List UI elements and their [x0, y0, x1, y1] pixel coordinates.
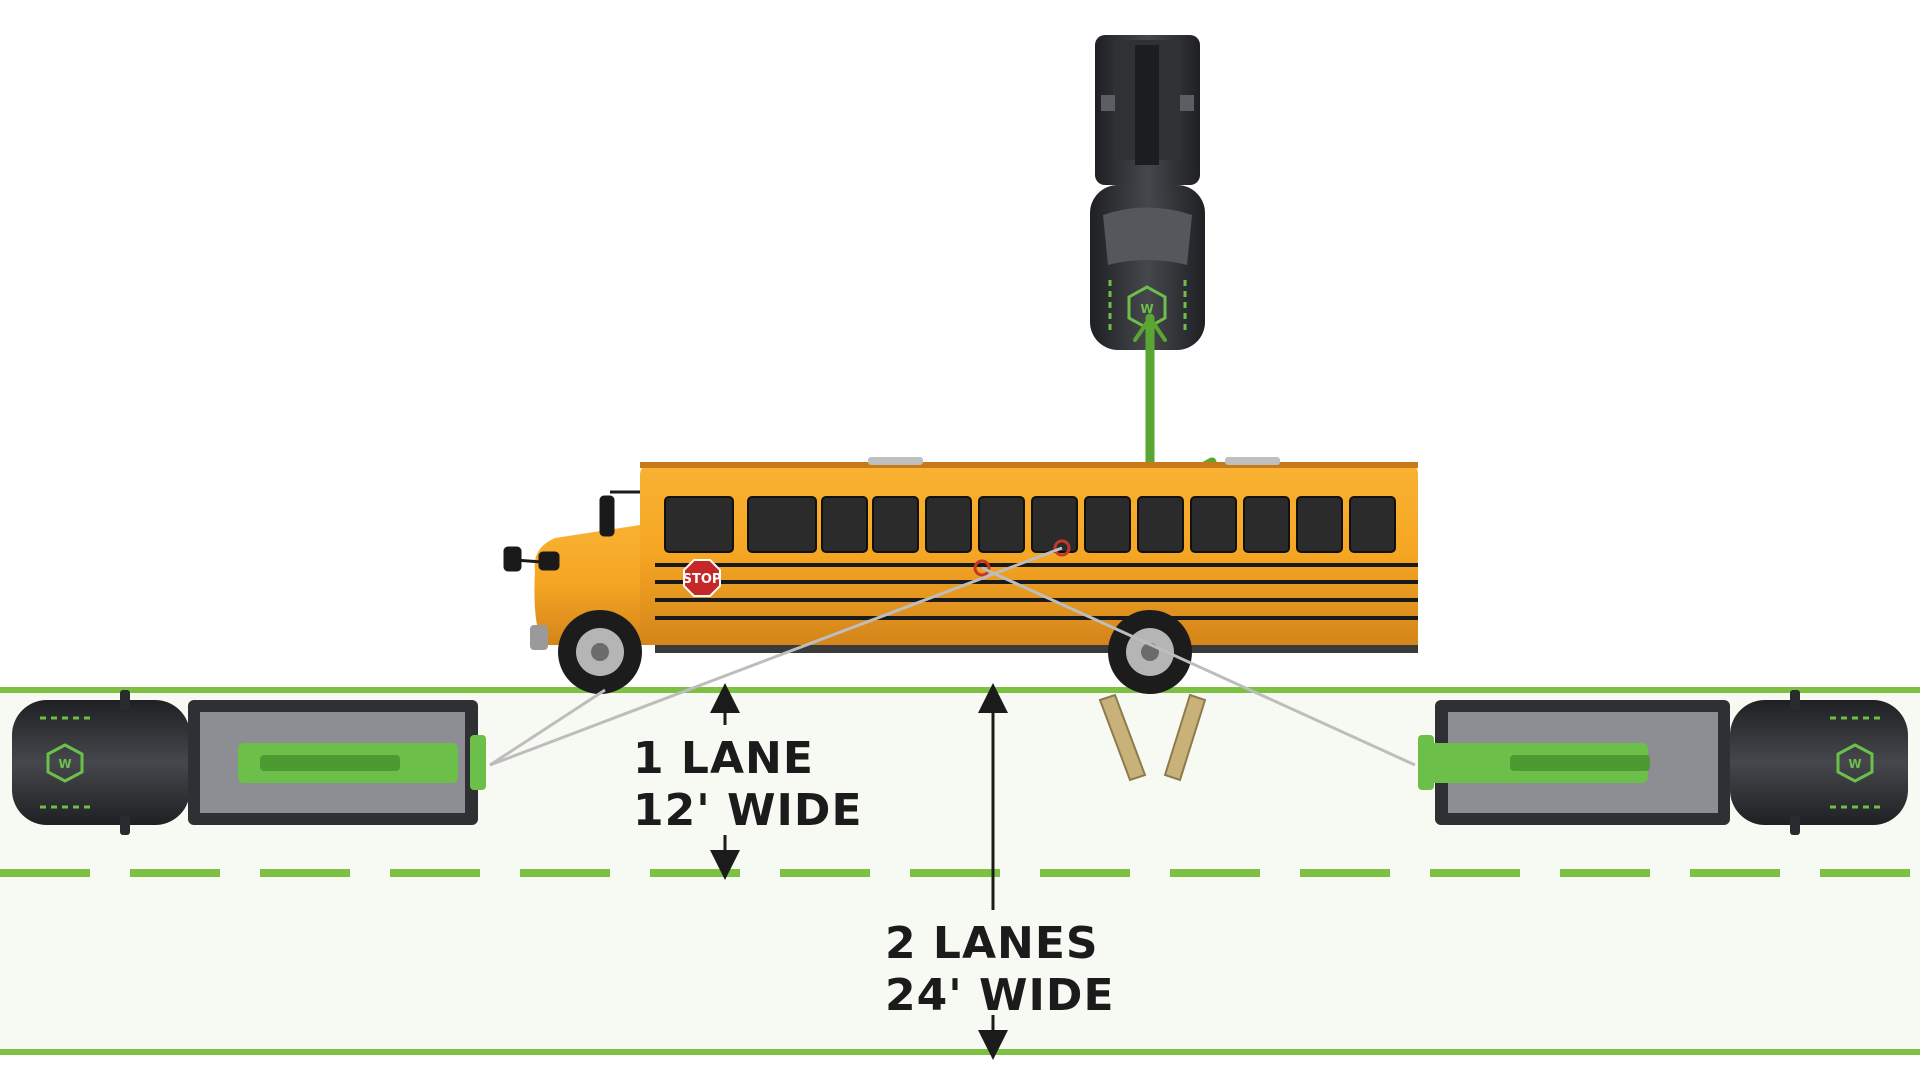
bus-stripes	[655, 563, 1418, 620]
two-lanes-label-line2: 24' WIDE	[885, 970, 1115, 1021]
truck-cab	[12, 700, 190, 825]
svg-text:W: W	[58, 757, 71, 771]
rear-wheel	[1108, 610, 1192, 694]
svg-text:STOP: STOP	[683, 572, 722, 587]
bus-windows	[664, 496, 1396, 553]
bus-hood	[534, 520, 655, 645]
wheel-chock-icon	[1098, 693, 1147, 782]
tow-truck-left: W	[12, 690, 486, 835]
school-bus: STOP	[503, 457, 1418, 694]
wheel-chocks	[1098, 693, 1207, 782]
one-lane-label-line2: 12' WIDE	[633, 785, 863, 836]
two-lanes-label-line1: 2 LANES	[885, 918, 1099, 969]
tow-logo-icon	[1836, 743, 1874, 783]
two-lanes-label: 2 LANES 24' WIDE	[885, 918, 1115, 1022]
stop-sign-icon: STOP	[683, 559, 722, 597]
bus-mirrors	[503, 490, 640, 572]
tow-logo-icon	[46, 743, 84, 783]
one-lane-label: 1 LANE 12' WIDE	[633, 733, 863, 837]
winch-cables	[489, 546, 1416, 767]
tow-truck-top: W	[1090, 35, 1205, 350]
svg-text:W: W	[1140, 302, 1153, 316]
tow-truck-right: W	[1418, 690, 1908, 835]
svg-text:W: W	[1848, 757, 1861, 771]
one-lane-label-line1: 1 LANE	[633, 733, 814, 784]
wheel-chock-icon	[1163, 693, 1207, 782]
truck-cab	[1730, 700, 1908, 825]
front-wheel	[558, 610, 642, 694]
